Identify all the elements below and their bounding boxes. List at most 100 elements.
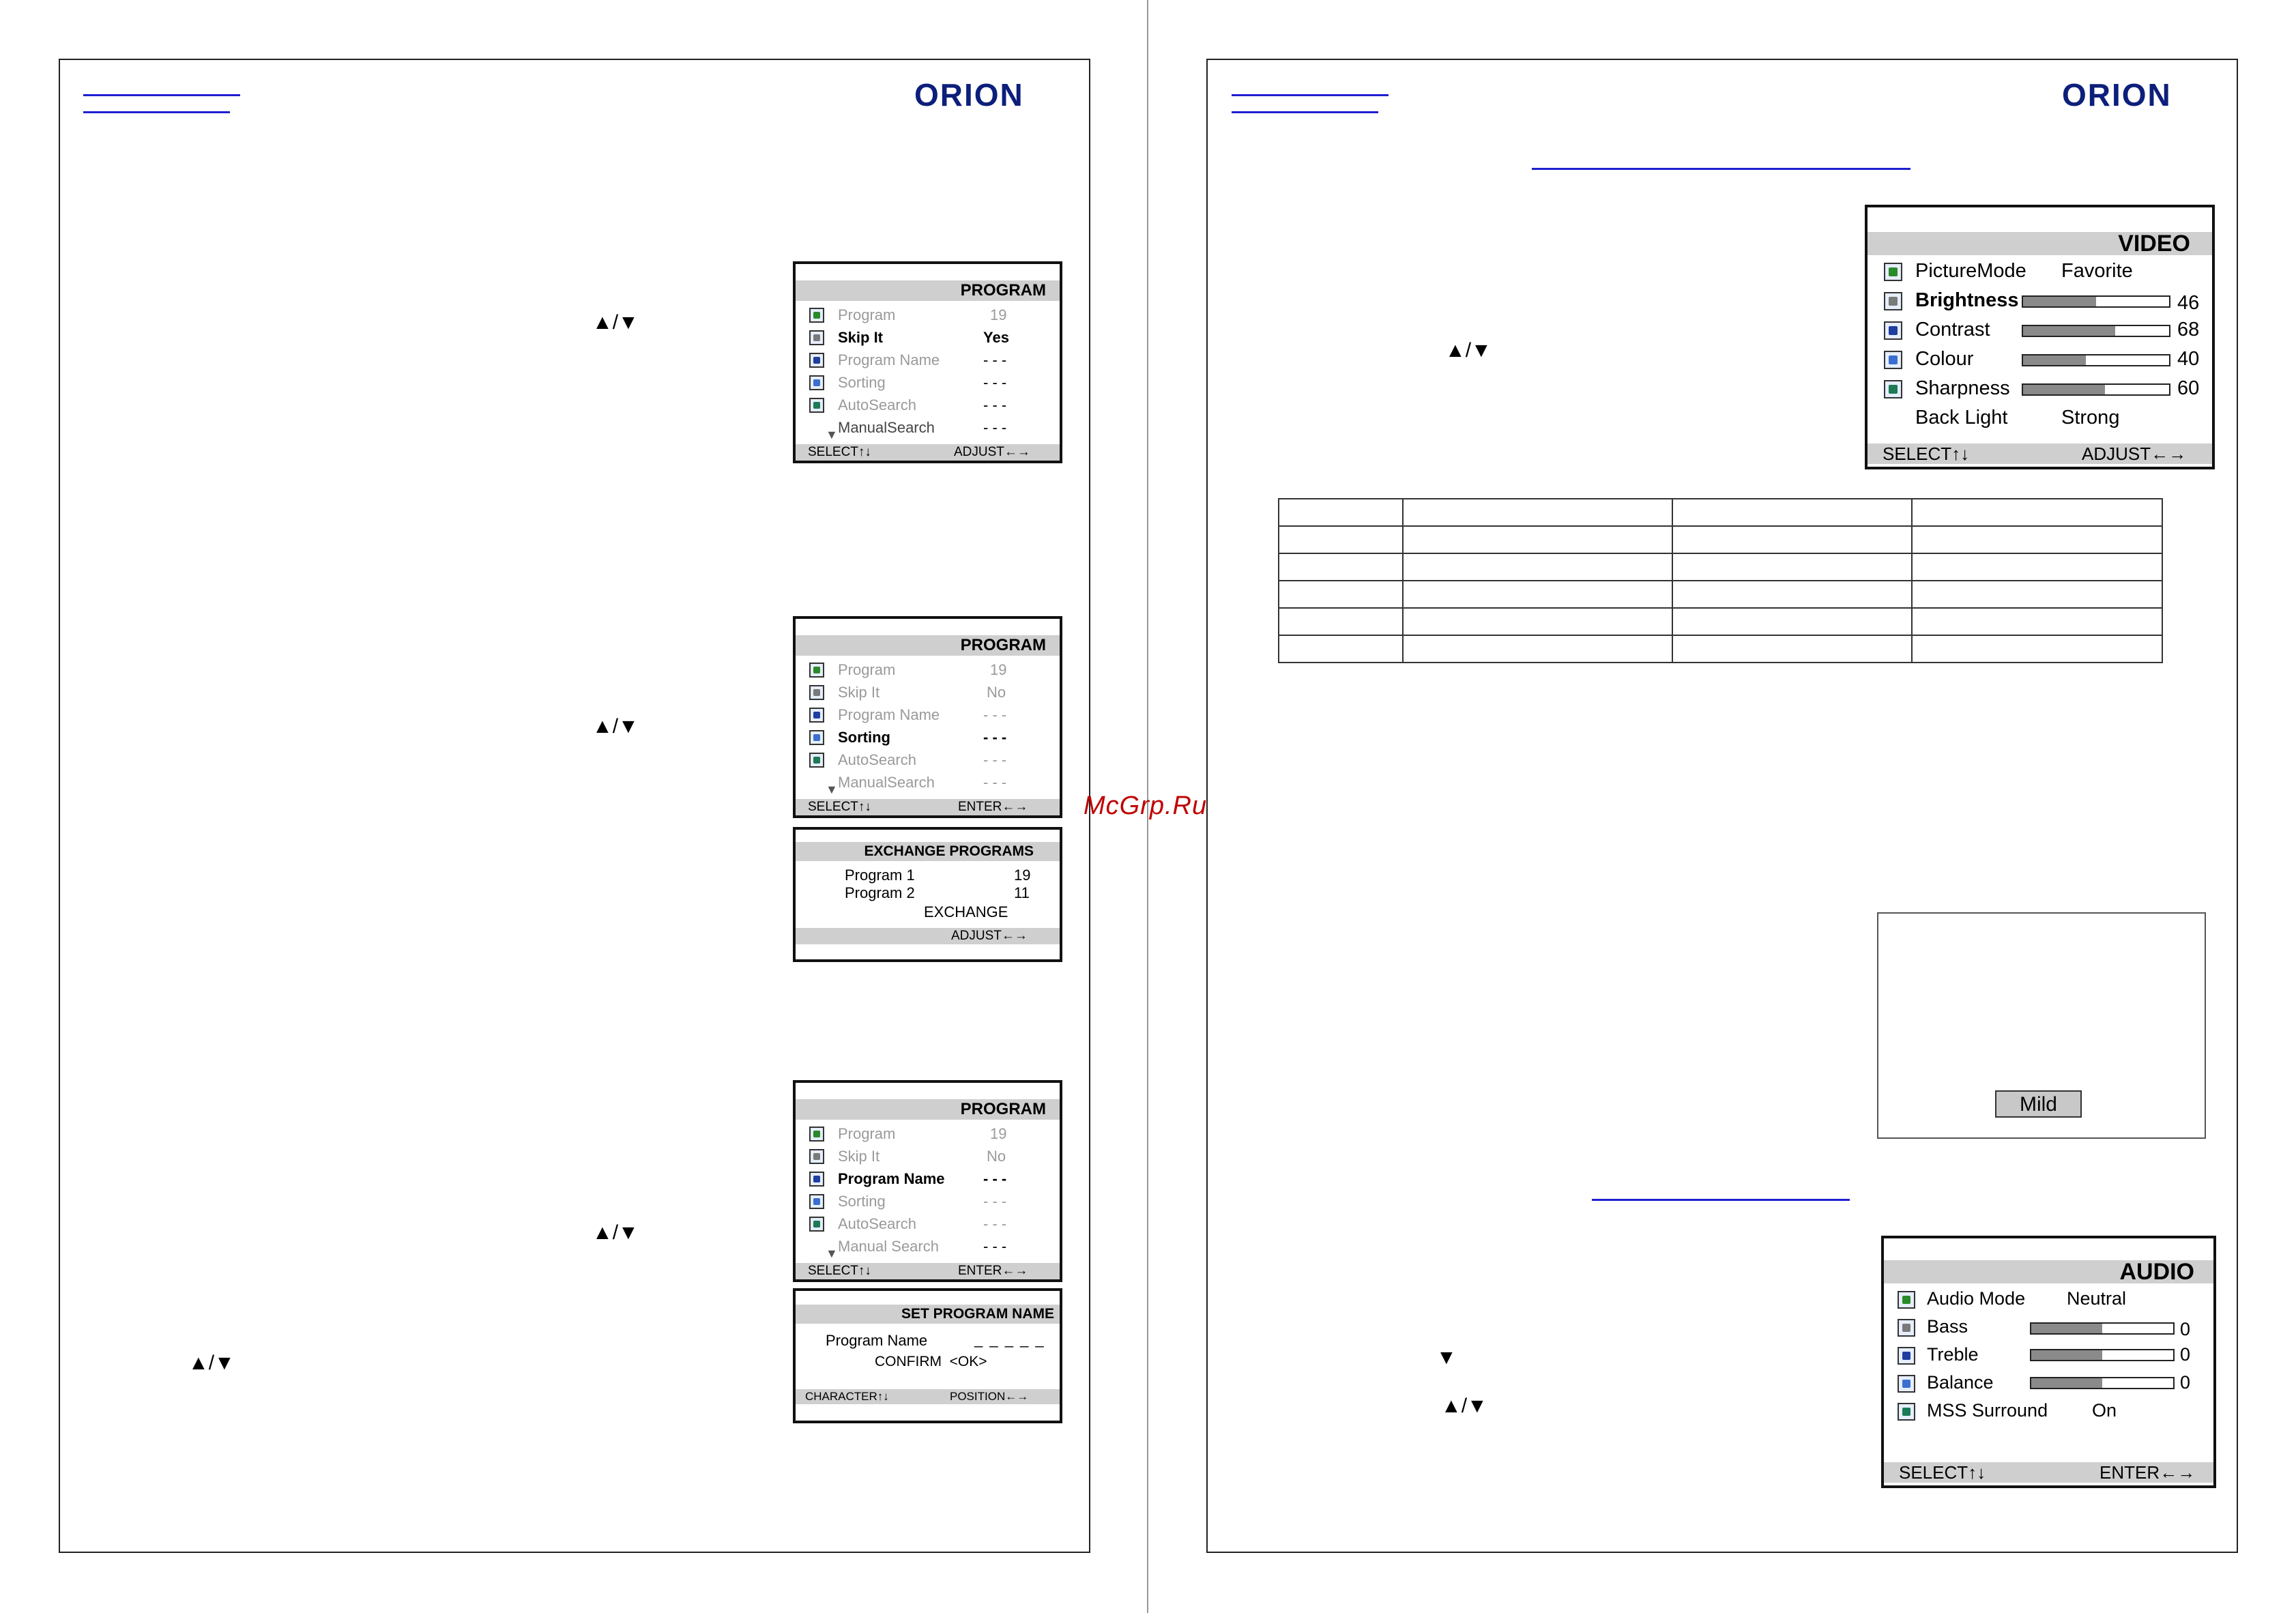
menu-footer: SELECT↑↓ENTER←→: [796, 1263, 1060, 1279]
menu-row-program-name[interactable]: Program Name- - -: [796, 1167, 1060, 1190]
skip-icon: [809, 330, 824, 345]
left-page-frame: [59, 59, 1090, 1553]
scroll-down-icon: ▼: [826, 428, 838, 441]
sorting-icon: [809, 375, 824, 390]
menu-footer: SELECT↑↓ENTER←→: [1884, 1462, 2213, 1483]
exchange-programs-dialog: EXCHANGE PROGRAMS Program 1 19 Program 2…: [793, 827, 1062, 962]
name-icon: [809, 1172, 824, 1187]
dialog-footer: CHARACTER↑↓POSITION←→: [796, 1389, 1060, 1404]
up-down-arrows-icon: ▲/▼: [1441, 1395, 1487, 1417]
menu-row-sorting[interactable]: Sorting- - -: [796, 726, 1060, 749]
name-icon: [809, 353, 824, 368]
program-name-field[interactable]: _ _ _ _ _: [974, 1331, 1045, 1348]
contrast-slider[interactable]: [2022, 325, 2170, 337]
menu-title: AUDIO: [1884, 1260, 2213, 1283]
autosearch-icon: [809, 1217, 824, 1232]
menu-title: PROGRAM: [796, 280, 1060, 301]
menu-row-autosearch[interactable]: AutoSearch- - -: [796, 394, 1060, 416]
confirm-label[interactable]: CONFIRM <OK>: [875, 1354, 987, 1369]
program-icon: [809, 308, 824, 323]
mild-button[interactable]: Mild: [1995, 1090, 2082, 1118]
menu-row-program-name[interactable]: Program Name- - -: [796, 349, 1060, 371]
menu-footer: SELECT↑↓ENTER←→: [796, 799, 1060, 815]
bass-slider[interactable]: [2030, 1322, 2175, 1335]
treble-icon: [1898, 1347, 1915, 1365]
surround-icon: [1898, 1403, 1915, 1421]
colour-slider[interactable]: [2022, 354, 2170, 366]
up-down-arrows-icon: ▲/▼: [592, 715, 639, 738]
menu-row-sorting[interactable]: Sorting- - -: [796, 1190, 1060, 1212]
brand-logo: ORION: [2062, 77, 2172, 113]
contrast-icon: [1884, 321, 1902, 340]
menu-row-manualsearch[interactable]: ManualSearch- - -: [838, 419, 1007, 436]
menu-title: PROGRAM: [796, 1099, 1060, 1120]
program-2-value[interactable]: 11: [1014, 884, 1030, 901]
picture-settings-table: [1278, 498, 2163, 663]
menu-row-sorting[interactable]: Sorting- - -: [796, 371, 1060, 394]
sharpness-icon: [1884, 380, 1902, 398]
autosearch-icon: [809, 753, 824, 768]
picture-mode-icon: [1884, 263, 1902, 281]
exchange-action[interactable]: EXCHANGE: [924, 903, 1008, 920]
left-page-edge: [1147, 0, 1148, 1613]
set-program-name-dialog: SET PROGRAM NAME Program Name _ _ _ _ _ …: [793, 1288, 1062, 1423]
dialog-title: EXCHANGE PROGRAMS: [796, 842, 1060, 861]
left-header-line-2: [83, 111, 230, 113]
program-1-label: Program 1: [845, 867, 915, 884]
program-name-label: Program Name: [826, 1332, 928, 1349]
bass-icon: [1898, 1319, 1915, 1337]
menu-footer: SELECT↑↓ADJUST←→: [1868, 444, 2212, 464]
menu-row-autosearch[interactable]: AutoSearch- - -: [796, 1212, 1060, 1235]
program-2-label: Program 2: [845, 884, 915, 901]
balance-icon: [1898, 1375, 1915, 1393]
sorting-icon: [809, 730, 824, 745]
menu-row-program-name[interactable]: Program Name- - -: [796, 703, 1060, 726]
brand-logo: ORION: [914, 77, 1024, 113]
left-header-line-1: [83, 94, 240, 96]
autosearch-icon: [809, 398, 824, 413]
right-header-line-2: [1232, 111, 1378, 113]
colour-icon: [1884, 351, 1902, 369]
dialog-footer: ADJUST←→: [796, 928, 1060, 944]
treble-slider[interactable]: [2030, 1349, 2175, 1361]
program-1-value[interactable]: 19: [1014, 867, 1031, 884]
menu-row-manualsearch[interactable]: Manual Search- - -: [838, 1238, 1007, 1255]
sorting-icon: [809, 1194, 824, 1209]
up-down-arrows-icon: ▲/▼: [188, 1352, 235, 1374]
menu-footer: SELECT↑↓ADJUST←→: [796, 444, 1060, 461]
menu-row-manualsearch[interactable]: ManualSearch- - -: [838, 774, 1007, 791]
scroll-down-icon: ▼: [826, 783, 838, 796]
name-icon: [809, 708, 824, 723]
program-icon: [809, 1127, 824, 1142]
menu-row-autosearch[interactable]: AutoSearch- - -: [796, 749, 1060, 771]
section-heading-line: [1592, 1199, 1850, 1201]
right-page-frame: [1206, 59, 2238, 1553]
sharpness-slider[interactable]: [2022, 383, 2170, 396]
brightness-icon: [1884, 292, 1902, 310]
menu-title: VIDEO: [1868, 232, 2212, 255]
scroll-down-icon: ▼: [826, 1247, 838, 1260]
brightness-slider[interactable]: [2022, 295, 2170, 308]
balance-slider[interactable]: [2030, 1377, 2175, 1389]
